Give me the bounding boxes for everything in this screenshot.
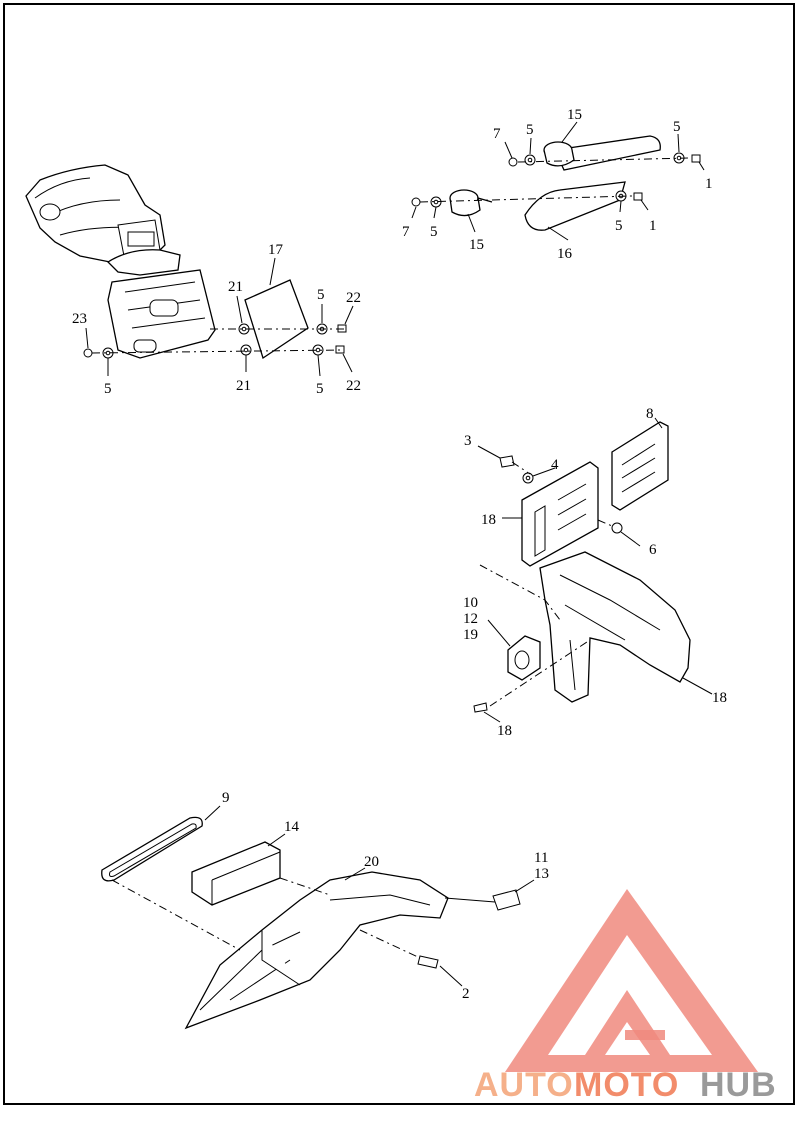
nut-23 — [83, 348, 93, 358]
callout-22a: 22 — [346, 290, 361, 306]
svg-text:HUB: HUB — [700, 1066, 777, 1104]
lens-17 — [244, 279, 309, 360]
bottom-assembly — [101, 805, 535, 1030]
callout-15b: 15 — [469, 237, 484, 253]
lens-14 — [191, 841, 281, 906]
nut-7a — [508, 157, 518, 167]
callout-5c: 5 — [430, 224, 438, 240]
callout-5d: 5 — [615, 218, 623, 234]
callout-7b: 7 — [402, 224, 410, 240]
callout-20: 20 — [364, 854, 379, 870]
callout-5-left: 5 — [104, 381, 112, 397]
mount-18 — [539, 551, 691, 703]
middle-right-assembly — [473, 417, 713, 723]
callout-8: 8 — [646, 406, 654, 422]
top-right-assembly — [411, 121, 705, 241]
screw-22b — [335, 345, 345, 354]
nut-6 — [611, 522, 623, 534]
gasket — [106, 249, 181, 276]
screw-1b — [633, 192, 643, 201]
callout-3: 3 — [464, 433, 472, 449]
callout-18a: 18 — [481, 512, 496, 528]
callout-23: 23 — [72, 311, 87, 327]
callout-19: 19 — [463, 627, 478, 643]
callout-5-lower: 5 — [316, 381, 324, 397]
screw-18-lower — [473, 702, 488, 713]
clamp-15-upper — [543, 141, 575, 167]
screw-1a — [691, 154, 701, 163]
callout-1b: 1 — [649, 218, 657, 234]
callout-21a: 21 — [228, 279, 243, 295]
callout-13: 13 — [534, 866, 549, 882]
nut-7b — [411, 197, 421, 207]
top-left-assembly — [25, 164, 354, 377]
callout-2: 2 — [462, 986, 470, 1002]
plate-8 — [611, 421, 669, 511]
bracket-16-lower — [524, 181, 626, 231]
callout-12: 12 — [463, 611, 478, 627]
callout-22b: 22 — [346, 378, 361, 394]
callout-14: 14 — [284, 819, 300, 835]
callout-1a: 1 — [705, 176, 713, 192]
callout-11: 11 — [534, 850, 548, 866]
bracket-16-upper — [554, 135, 661, 171]
callout-21b: 21 — [236, 378, 251, 394]
callout-5b: 5 — [673, 119, 681, 135]
clamp-15-lower — [449, 189, 493, 217]
callout-5a: 5 — [526, 122, 534, 138]
diagram-frame — [3, 3, 795, 1105]
callout-labels: 7 5 15 5 1 7 5 15 16 5 1 17 21 5 22 23 5… — [72, 107, 727, 1002]
callout-6: 6 — [649, 542, 657, 558]
callout-18c: 18 — [497, 723, 512, 739]
svg-text:AUTO: AUTO — [474, 1066, 574, 1104]
connector-11 — [492, 889, 521, 911]
screw-3 — [499, 455, 515, 468]
callout-10: 10 — [463, 595, 478, 611]
callout-16: 16 — [557, 246, 573, 262]
watermark-text: AUTO MOTO HUB — [474, 1066, 777, 1104]
callout-15a: 15 — [567, 107, 582, 123]
watermark-logo — [505, 889, 758, 1072]
callout-5-upper: 5 — [317, 287, 325, 303]
callout-18b: 18 — [712, 690, 727, 706]
callout-7a: 7 — [493, 126, 501, 142]
screw-2 — [417, 955, 439, 969]
svg-text:MOTO: MOTO — [574, 1066, 679, 1104]
callout-17: 17 — [268, 242, 284, 258]
callout-4: 4 — [551, 457, 559, 473]
callout-9: 9 — [222, 790, 230, 806]
